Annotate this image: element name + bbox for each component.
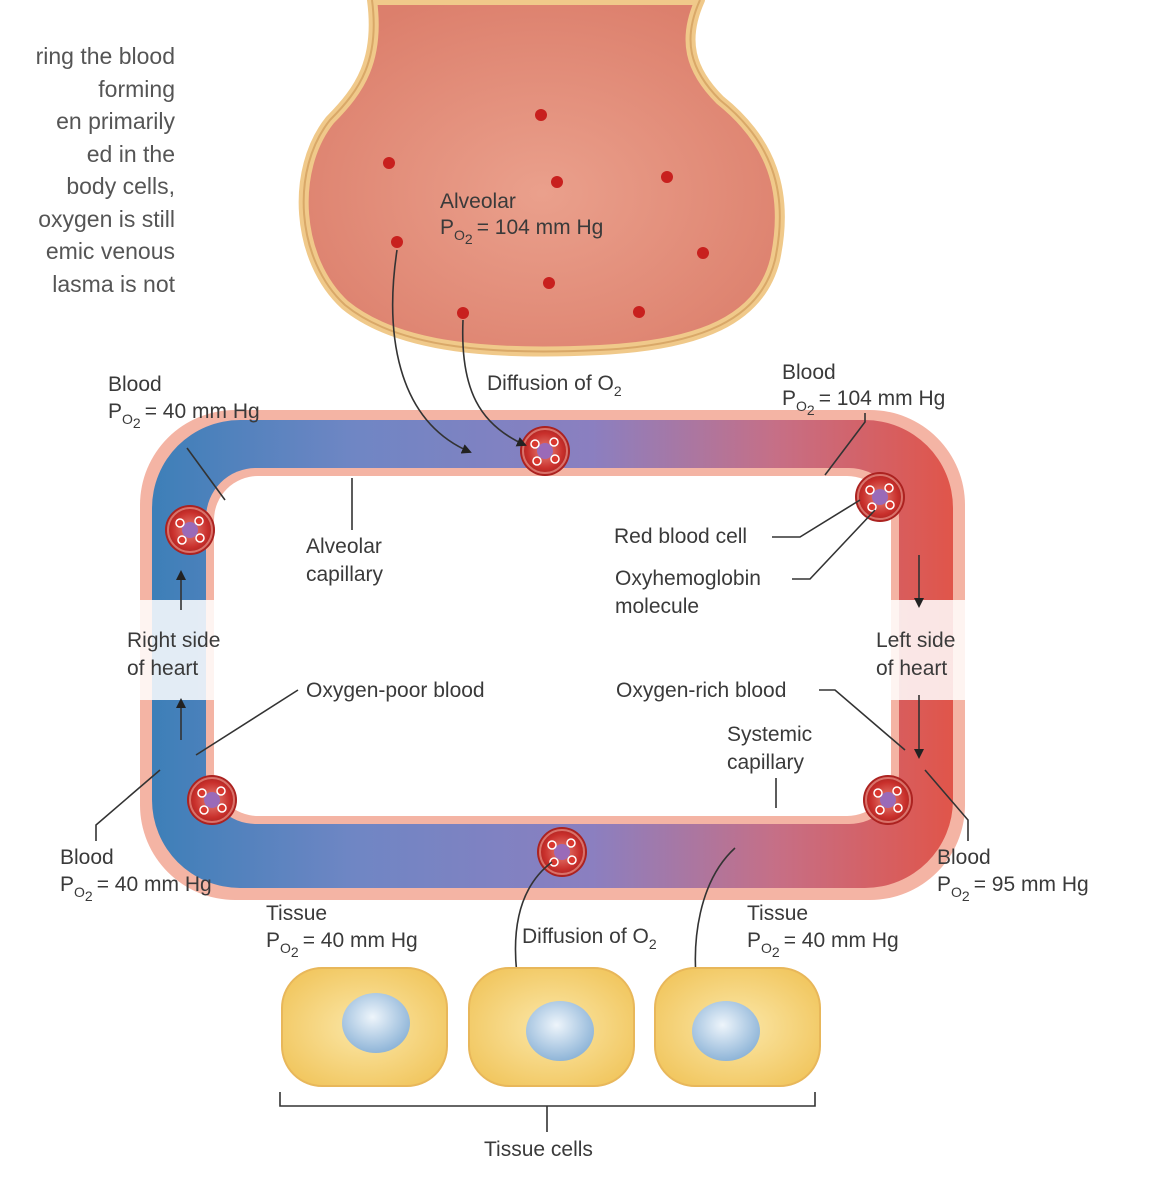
alveolar-capillary-line1: Alveolar	[306, 535, 382, 558]
cropped-side-text: ring the blood forming en primarily ed i…	[0, 40, 180, 300]
capillary-loop	[138, 410, 968, 900]
red-blood-cell-label: Red blood cell	[614, 525, 747, 548]
systemic-capillary-line2: capillary	[727, 751, 805, 774]
side-text-line: forming	[98, 75, 175, 102]
tissue-cells-label: Tissue cells	[484, 1138, 593, 1161]
blood-bottom-left-po2: PO2= 40 mm Hg	[60, 873, 212, 904]
alveolar-label: Alveolar	[440, 190, 516, 213]
oxygen-dot	[535, 109, 547, 121]
diffusion-arrow	[391, 249, 472, 454]
blood-bottom-right-label: Blood	[937, 846, 991, 869]
diffusion-bottom-label: Diffusion of O2	[522, 925, 657, 952]
oxygen-dot	[543, 277, 555, 289]
oxygen-dot	[697, 247, 709, 259]
oxygen-dot	[457, 307, 469, 319]
oxygen-molecules	[383, 109, 709, 319]
oxygen-dot	[391, 236, 403, 248]
left-heart-line2: of heart	[876, 657, 947, 680]
side-text-line: en primarily	[56, 108, 175, 134]
diffusion-top-label: Diffusion of O2	[487, 372, 622, 399]
red-blood-cell	[854, 471, 906, 523]
right-heart-line2: of heart	[127, 657, 198, 680]
side-text-line: emic venous	[45, 238, 175, 264]
alveolus	[298, 0, 785, 357]
tissue-left-po2: PO2= 40 mm Hg	[266, 929, 418, 960]
blood-top-left-po2: PO2= 40 mm Hg	[108, 400, 260, 431]
red-blood-cell	[186, 774, 238, 826]
side-text-line: ed in the	[86, 140, 175, 167]
blood-top-left-label: Blood	[108, 373, 162, 396]
tissue-left-label: Tissue	[266, 902, 327, 925]
red-blood-cell	[164, 504, 216, 556]
red-blood-cell	[862, 774, 914, 826]
oxygen-dot	[633, 306, 645, 318]
blood-bottom-right-po2: PO2= 95 mm Hg	[937, 873, 1089, 904]
systemic-capillary-line1: Systemic	[727, 723, 812, 746]
diffusion-arrow	[461, 319, 527, 447]
oxygen-dot	[551, 176, 563, 188]
tissue-cells-bracket	[279, 1092, 816, 1132]
oxygen-dot	[661, 171, 673, 183]
red-blood-cell	[519, 425, 571, 477]
alveolar-capillary-line2: capillary	[306, 563, 384, 586]
side-text-line: body cells,	[66, 173, 175, 199]
oxygen-rich-label: Oxygen-rich blood	[616, 679, 786, 702]
oxyhemoglobin-line1: Oxyhemoglobin	[615, 567, 761, 590]
cell-nucleus	[692, 1001, 760, 1061]
cell-nucleus	[342, 993, 410, 1053]
oxygen-poor-label: Oxygen-poor blood	[306, 679, 485, 702]
oxygen-dot	[383, 157, 395, 169]
blood-top-right-po2: PO2= 104 mm Hg	[782, 387, 945, 418]
cell-nucleus	[526, 1001, 594, 1061]
tissue-right-label: Tissue	[747, 902, 808, 925]
left-heart-line1: Left side	[876, 629, 955, 652]
tissue-right-po2: PO2= 40 mm Hg	[747, 929, 899, 960]
tissue-cells-group	[281, 967, 821, 1087]
right-heart-line1: Right side	[127, 629, 220, 652]
side-text-line: oxygen is still	[38, 205, 175, 232]
red-blood-cell	[536, 826, 588, 878]
side-text-line: ring the blood	[35, 43, 175, 69]
oxyhemoglobin-line2: molecule	[615, 595, 699, 618]
blood-bottom-left-label: Blood	[60, 846, 114, 869]
alveolar-po2: PO2= 104 mm Hg	[440, 216, 603, 247]
leader-lines	[95, 413, 969, 841]
side-text-line: lasma is not	[52, 270, 175, 297]
blood-top-right-label: Blood	[782, 361, 836, 384]
